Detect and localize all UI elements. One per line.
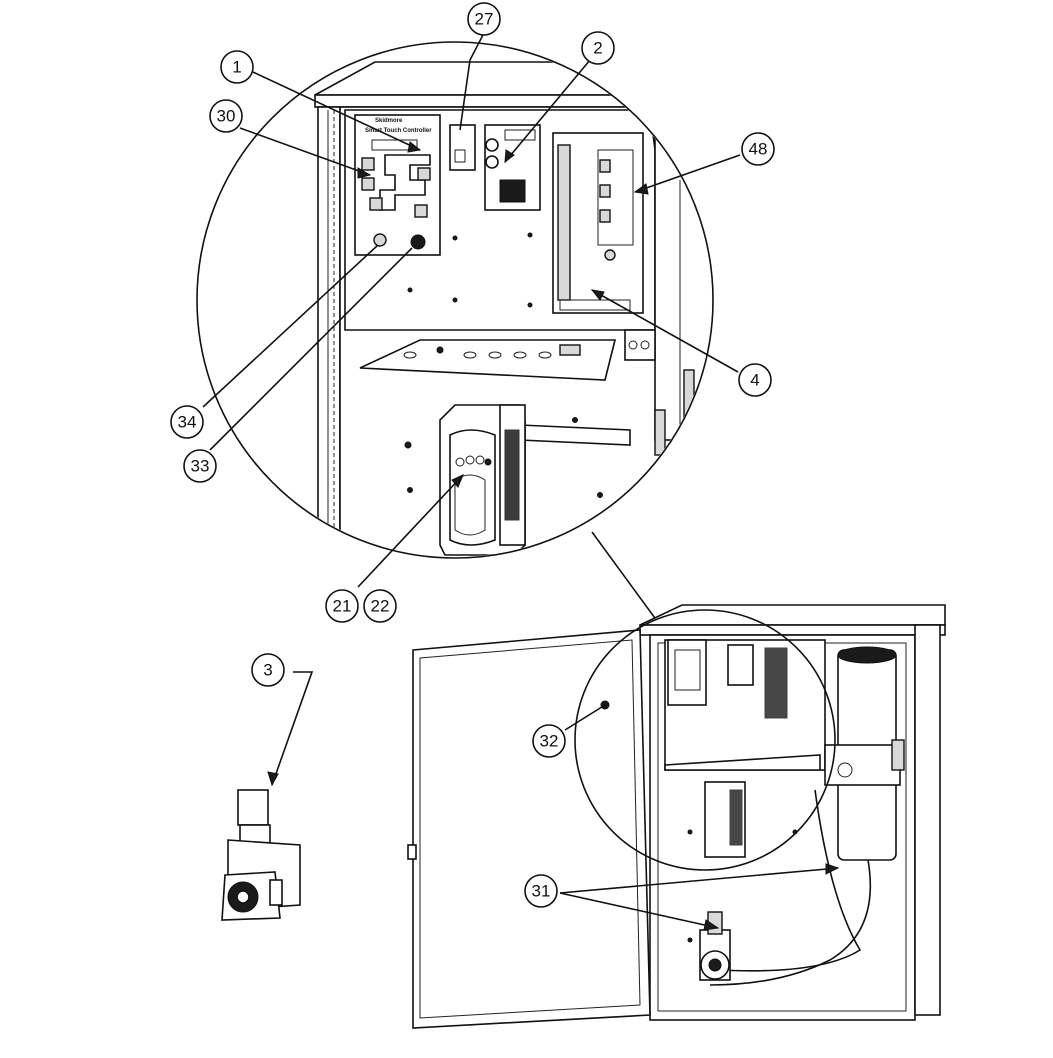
plc-controller xyxy=(552,132,644,314)
svg-text:31: 31 xyxy=(532,882,551,901)
callout-31: 31 xyxy=(524,874,558,908)
svg-text:21: 21 xyxy=(333,597,352,616)
callout-30: 30 xyxy=(209,99,243,133)
svg-text:33: 33 xyxy=(191,457,210,476)
callout-1: 1 xyxy=(220,50,254,84)
svg-text:30: 30 xyxy=(217,107,236,126)
touch-controller-panel: Skidmore Smart Touch Controller xyxy=(354,114,441,256)
svg-text:1: 1 xyxy=(232,58,241,77)
callout-21: 21 xyxy=(325,589,359,623)
callout-3: 3 xyxy=(251,653,285,687)
callout-33: 33 xyxy=(183,449,217,483)
callout-2: 2 xyxy=(581,31,615,65)
detail-view-circle xyxy=(196,41,714,626)
callout-32: 32 xyxy=(532,724,566,758)
callout-48: 48 xyxy=(741,132,775,166)
svg-text:22: 22 xyxy=(371,597,390,616)
panel-brand: Skidmore xyxy=(375,118,403,124)
callout-group: 1 27 2 30 48 4 34 33 xyxy=(170,2,775,908)
leader-lines xyxy=(202,32,839,929)
arrowheads xyxy=(267,141,840,931)
svg-text:3: 3 xyxy=(263,661,272,680)
callout-22: 22 xyxy=(363,589,397,623)
svg-text:4: 4 xyxy=(750,371,759,390)
svg-text:2: 2 xyxy=(593,39,602,58)
svg-text:34: 34 xyxy=(178,413,197,432)
callout-27: 27 xyxy=(467,2,501,36)
panel-model: Smart Touch Controller xyxy=(365,128,432,134)
main-enclosure xyxy=(407,604,946,1029)
svg-text:27: 27 xyxy=(475,10,494,29)
circuit-board xyxy=(484,124,541,211)
hand-pump-assembly xyxy=(188,724,301,921)
relay-module xyxy=(449,124,476,171)
callout-4: 4 xyxy=(738,363,772,397)
detail-enclosure: Skidmore Smart Touch Controller xyxy=(314,61,712,557)
callout-34: 34 xyxy=(170,405,204,439)
svg-text:48: 48 xyxy=(749,140,768,159)
svg-text:32: 32 xyxy=(540,732,559,751)
vfd-drive xyxy=(439,404,526,556)
